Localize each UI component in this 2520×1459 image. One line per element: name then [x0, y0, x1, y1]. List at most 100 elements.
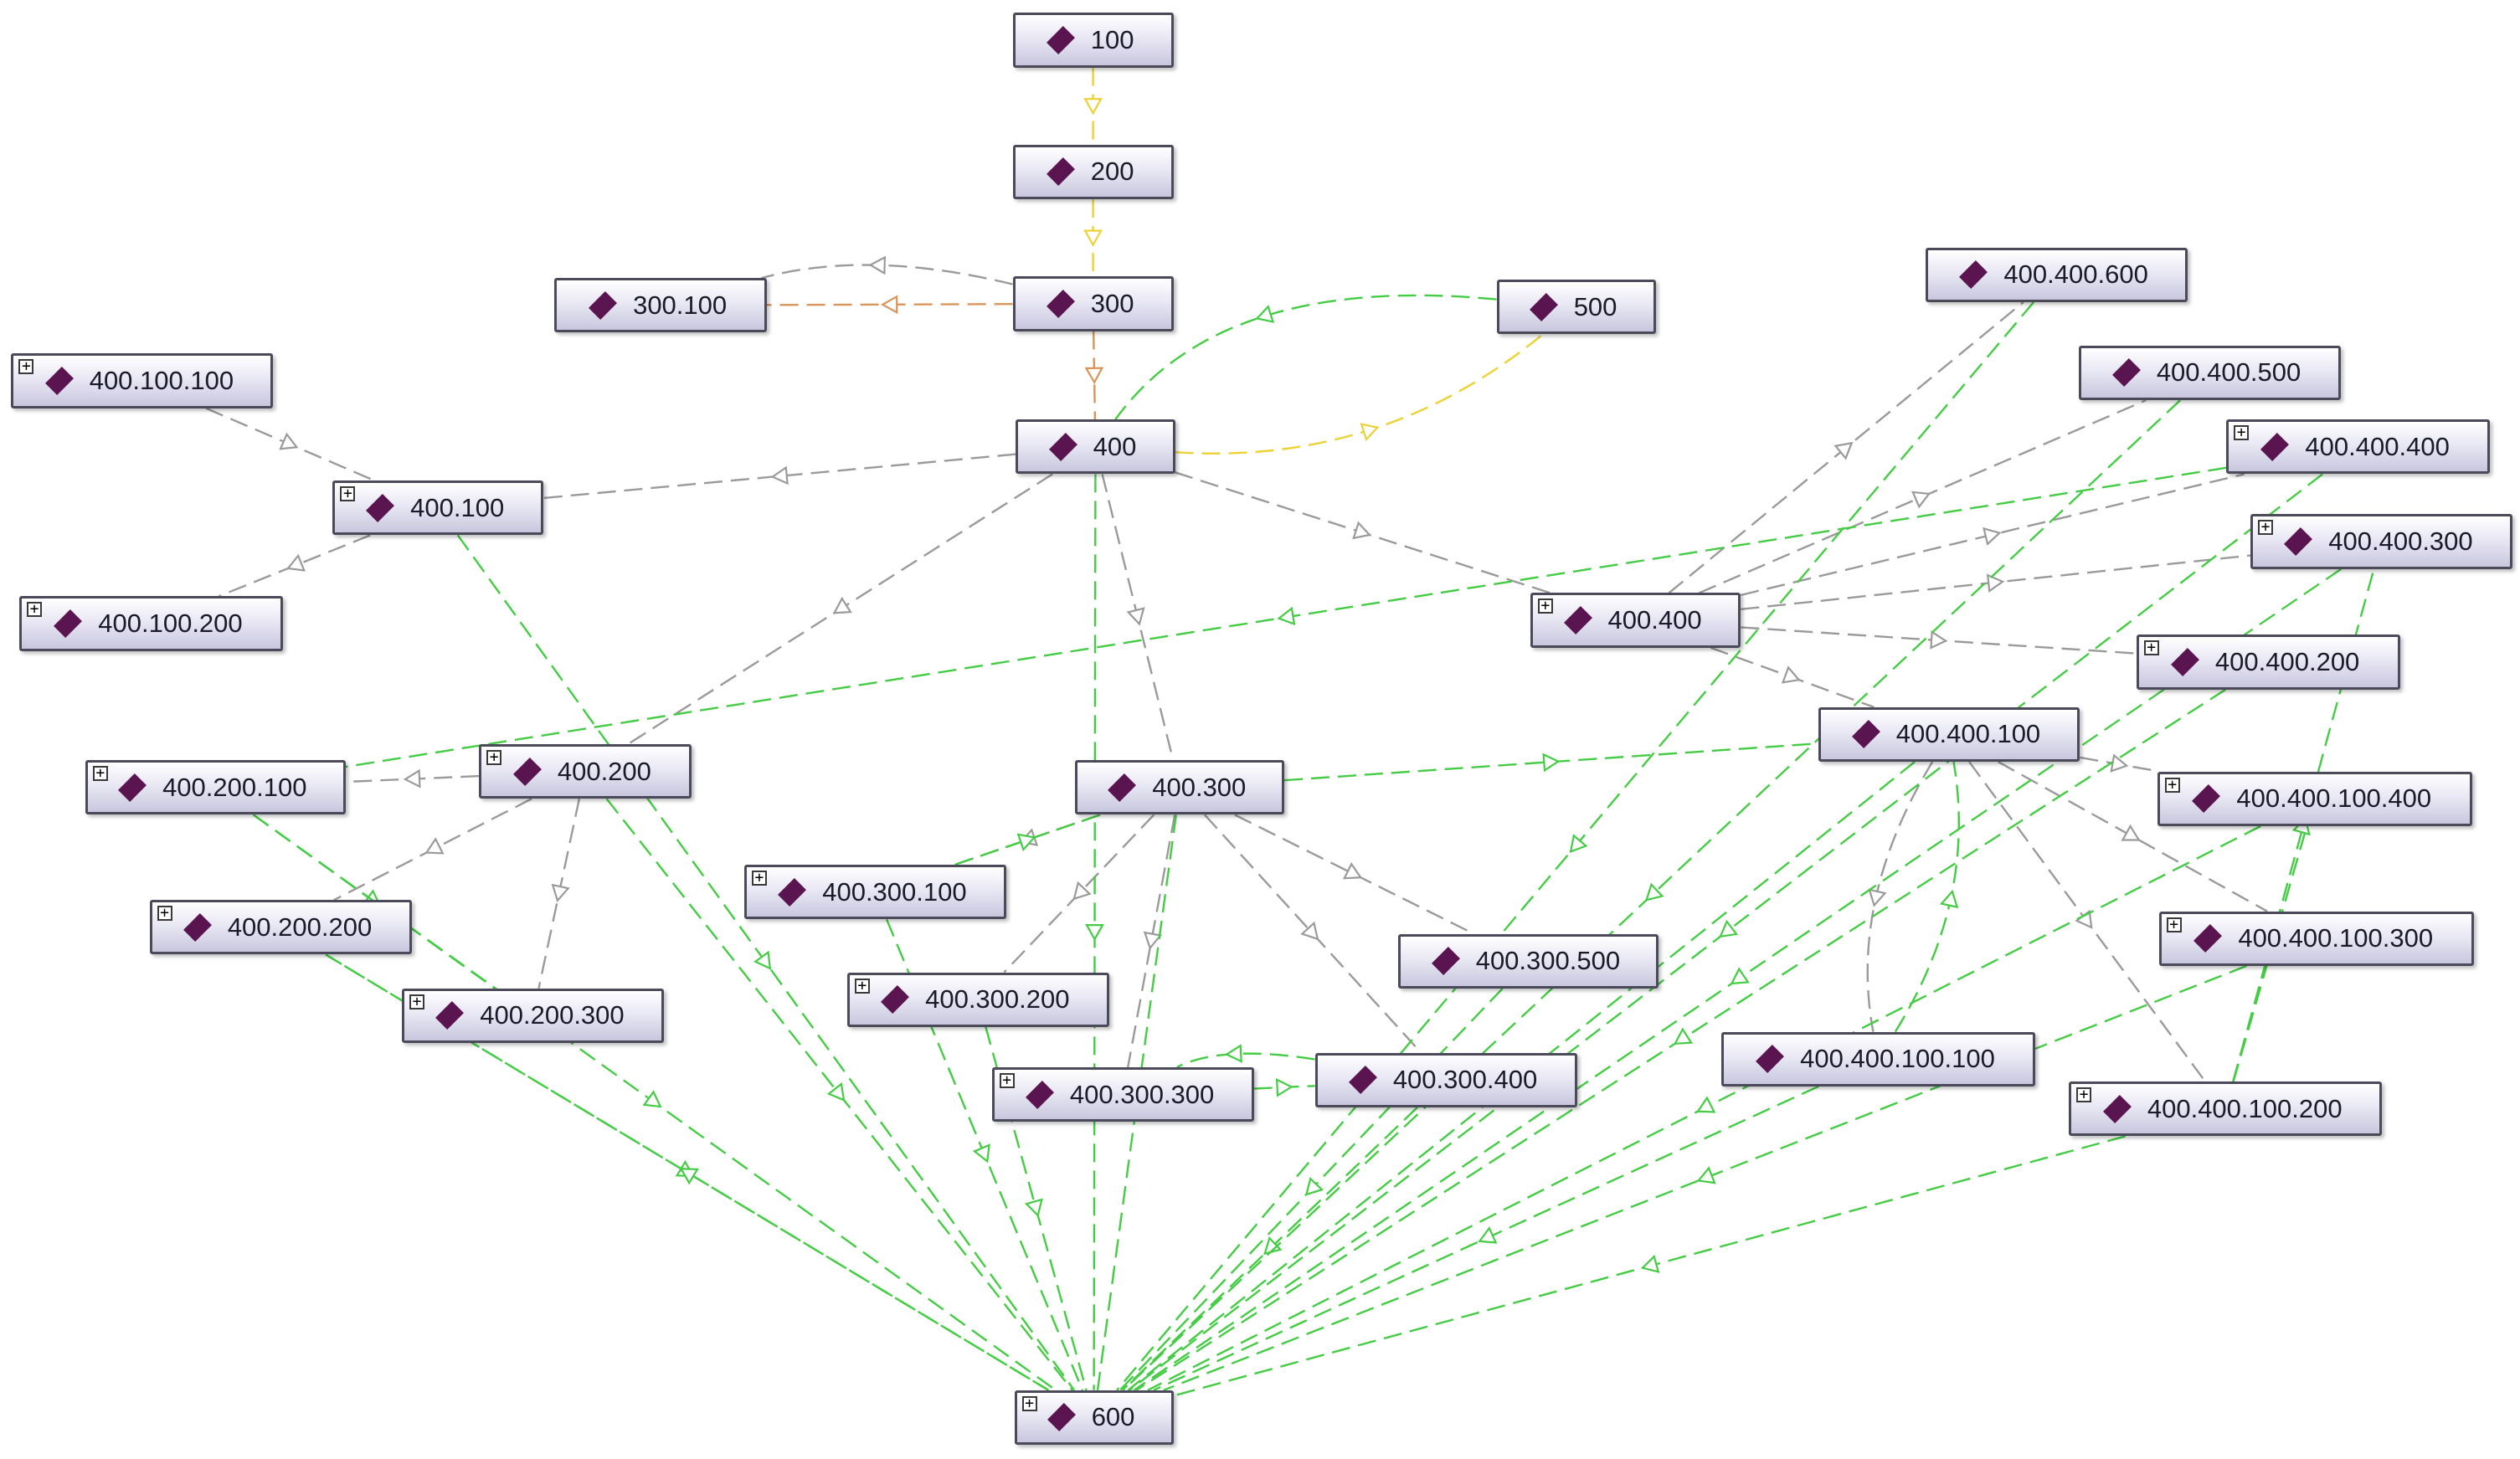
edge-arrowhead	[679, 1168, 699, 1185]
edge-arrowhead	[1224, 1044, 1242, 1063]
expand-plus-icon[interactable]: +	[1537, 598, 1553, 614]
node-400-400-100-300[interactable]: +400.400.100.300	[2158, 911, 2474, 966]
expand-plus-icon[interactable]: +	[2076, 1087, 2092, 1103]
node-label: 400	[1093, 431, 1137, 461]
node-400-400-100-400[interactable]: +400.400.100.400	[2157, 771, 2472, 826]
edge-arrowhead	[832, 596, 852, 614]
node-400-300-300[interactable]: +400.300.300	[991, 1066, 1254, 1123]
node-label: 400.100.200	[98, 608, 243, 638]
edge-arrowhead	[1983, 527, 2002, 546]
expand-plus-icon[interactable]: +	[18, 359, 34, 375]
node-400-400[interactable]: +400.400	[1530, 593, 1741, 648]
node-400-400-100[interactable]: 400.400.100	[1818, 706, 2080, 763]
node-500[interactable]: 500	[1496, 280, 1656, 335]
node-300[interactable]: 300	[1012, 276, 1174, 331]
node-400-300-100[interactable]: +400.300.100	[743, 864, 1006, 920]
node-400-400-400[interactable]: +400.400.400	[2226, 419, 2491, 475]
node-label: 400.300.400	[1392, 1065, 1538, 1095]
diamond-icon	[1529, 292, 1558, 321]
node-label: 400.400.100.100	[1800, 1044, 1995, 1074]
edge-n400_400_100_300-to-n600	[1163, 964, 2247, 1391]
diamond-icon	[118, 773, 147, 802]
node-label: 400.400.100.400	[2236, 783, 2432, 814]
expand-plus-icon[interactable]: +	[751, 870, 767, 886]
edge-arrowhead	[1126, 607, 1145, 626]
diamond-icon	[1851, 720, 1880, 749]
node-300-100[interactable]: 300.100	[554, 278, 767, 333]
node-label: 400.200.200	[227, 912, 373, 942]
node-400-400-100-100[interactable]: 400.400.100.100	[1721, 1031, 2035, 1087]
node-400-300-500[interactable]: 400.300.500	[1398, 933, 1659, 989]
node-400-200[interactable]: +400.200	[479, 743, 692, 799]
diamond-icon	[1431, 947, 1460, 976]
edge-arrowhead	[1300, 921, 1319, 941]
node-label: 400.400.500	[2156, 357, 2301, 388]
expand-plus-icon[interactable]: +	[486, 749, 502, 765]
node-400-400-300[interactable]: +400.400.300	[2250, 514, 2512, 569]
node-label: 400.100.100	[89, 366, 234, 396]
diamond-icon	[2193, 924, 2223, 953]
expand-plus-icon[interactable]: +	[27, 602, 43, 618]
edge-arrowhead	[279, 432, 299, 450]
edge-arrowhead	[1085, 923, 1104, 942]
node-600[interactable]: +600	[1014, 1390, 1174, 1446]
edge-arrowhead	[1478, 1226, 1498, 1244]
node-label: 400.100	[410, 492, 505, 522]
node-100[interactable]: 100	[1012, 13, 1174, 68]
node-label: 400.300.200	[925, 984, 1070, 1015]
expand-plus-icon[interactable]: +	[2164, 777, 2180, 793]
edge-arrowhead	[1640, 1254, 1660, 1273]
edge-n400_400_100-to-n400_400_100_300	[1998, 761, 2268, 912]
edge-n400_400_100-to-n600	[1127, 761, 1916, 1391]
expand-plus-icon[interactable]: +	[157, 906, 172, 922]
edge-arrowhead	[1263, 1236, 1283, 1256]
node-label: 300	[1090, 288, 1134, 318]
node-400-400-200[interactable]: +400.400.200	[2136, 634, 2400, 690]
edge-arrowhead	[2110, 753, 2129, 773]
node-label: 400.200.100	[162, 772, 307, 802]
node-400-100-100[interactable]: +400.100.100	[11, 353, 274, 408]
edge-arrowhead	[1275, 1077, 1293, 1097]
node-400-100[interactable]: +400.100	[332, 480, 543, 536]
expand-plus-icon[interactable]: +	[409, 994, 424, 1009]
edge-arrowhead	[1911, 491, 1931, 509]
expand-plus-icon[interactable]: +	[2258, 520, 2273, 536]
expand-plus-icon[interactable]: +	[2166, 917, 2182, 932]
expand-plus-icon[interactable]: +	[92, 766, 108, 782]
edge-arrowhead	[1986, 573, 2005, 593]
node-label: 400.300.300	[1069, 1079, 1215, 1109]
edge-arrowhead	[1696, 1096, 1716, 1113]
diamond-icon	[1563, 606, 1592, 635]
node-400[interactable]: 400	[1016, 419, 1175, 475]
node-label: 400.400.400	[2305, 431, 2450, 461]
node-label: 400.400.600	[2003, 259, 2148, 290]
expand-plus-icon[interactable]: +	[999, 1072, 1015, 1088]
diamond-icon	[1046, 26, 1075, 54]
edge-arrowhead	[1719, 919, 1739, 938]
edge-arrowhead	[972, 1143, 990, 1164]
expand-plus-icon[interactable]: +	[2234, 425, 2250, 441]
diamond-icon	[1025, 1080, 1054, 1109]
node-400-300-400[interactable]: 400.300.400	[1314, 1052, 1577, 1107]
node-400-400-500[interactable]: 400.400.500	[2078, 345, 2341, 401]
node-400-200-200[interactable]: +400.200.200	[149, 900, 412, 955]
diamond-icon	[183, 912, 212, 942]
edge-arrowhead	[403, 768, 421, 789]
edge-arrowhead	[1696, 1166, 1716, 1184]
node-400-200-100[interactable]: +400.200.100	[85, 760, 346, 815]
node-400-100-200[interactable]: +400.100.200	[19, 596, 283, 651]
edge-arrowhead	[770, 465, 789, 485]
node-400-300[interactable]: 400.300	[1075, 760, 1285, 815]
diamond-icon	[44, 367, 74, 395]
expand-plus-icon[interactable]: +	[2143, 640, 2159, 656]
expand-plus-icon[interactable]: +	[854, 978, 870, 994]
expand-plus-icon[interactable]: +	[340, 486, 356, 502]
node-200[interactable]: 200	[1012, 144, 1174, 200]
node-400-300-200[interactable]: +400.300.200	[846, 972, 1109, 1027]
node-400-400-600[interactable]: 400.400.600	[1926, 247, 2188, 302]
node-400-400-100-200[interactable]: +400.400.100.200	[2069, 1081, 2383, 1137]
expand-plus-icon[interactable]: +	[1021, 1395, 1037, 1411]
node-400-200-300[interactable]: +400.200.300	[402, 988, 664, 1044]
